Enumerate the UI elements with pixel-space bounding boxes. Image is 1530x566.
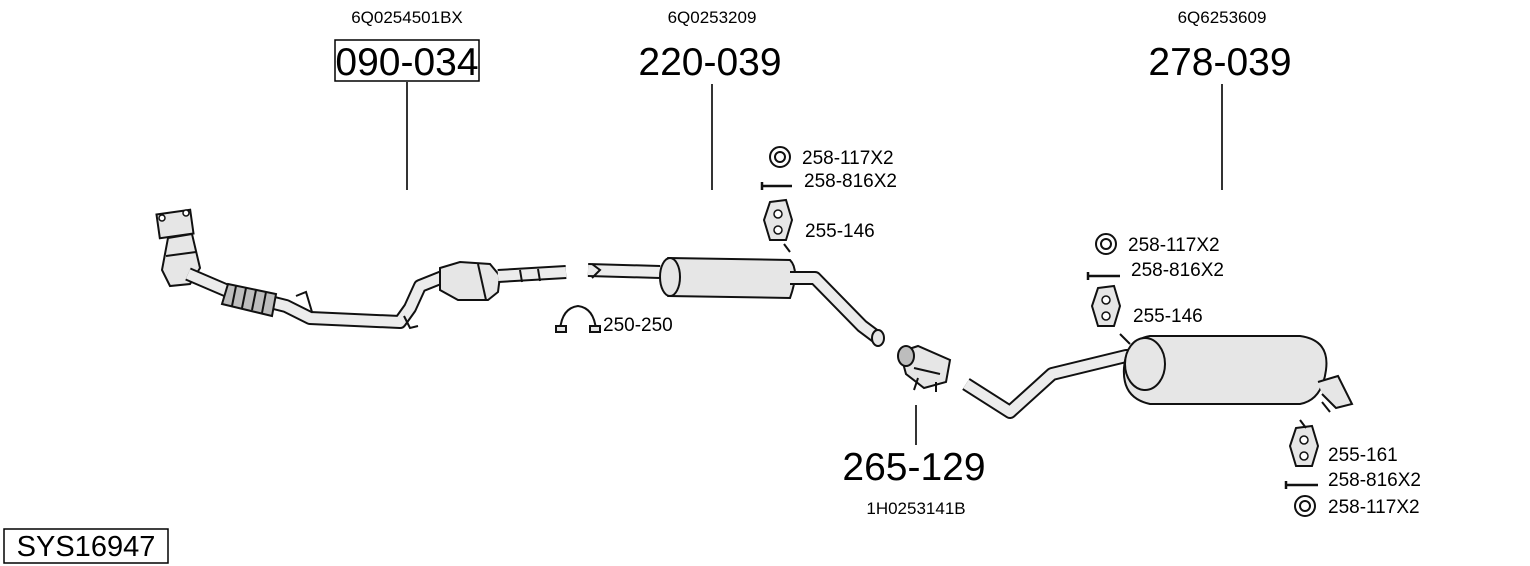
- ring-2-label: 258-117X2: [1128, 235, 1220, 256]
- bolt-2-label: 258-816X2: [1131, 260, 1224, 281]
- rear-silencer[interactable]: [962, 335, 1354, 419]
- clamp-250-250[interactable]: [555, 304, 601, 333]
- rubber-mount-1-label: 255-146: [805, 221, 875, 242]
- connector-clamp[interactable]: [897, 344, 952, 392]
- ring-3[interactable]: [1294, 495, 1316, 517]
- rubber-mount-2[interactable]: [1090, 284, 1131, 345]
- rubber-mount-3-label: 255-161: [1328, 445, 1398, 466]
- bolt-1-label: 258-816X2: [804, 171, 897, 192]
- rubber-mount-1[interactable]: [762, 198, 794, 253]
- clamp-250-250-label: 250-250: [603, 315, 673, 336]
- bolt-2[interactable]: [1086, 272, 1120, 280]
- catalyst-front-pipe[interactable]: [155, 208, 567, 330]
- system-id: SYS16947: [17, 531, 156, 563]
- rear-silencer-part-number[interactable]: 278-039: [1148, 41, 1291, 84]
- middle-silencer[interactable]: [587, 256, 885, 347]
- ring-2[interactable]: [1095, 233, 1117, 255]
- bolt-3[interactable]: [1284, 481, 1318, 489]
- rubber-mount-3[interactable]: [1288, 419, 1320, 467]
- rear-silencer-oem-number: 6Q6253609: [1178, 8, 1267, 27]
- system-id-box: [3, 528, 169, 564]
- ring-1-label: 258-117X2: [802, 148, 894, 169]
- bolt-3-label: 258-816X2: [1328, 470, 1421, 491]
- bolt-1[interactable]: [760, 182, 792, 190]
- rubber-mount-2-label: 255-146: [1133, 306, 1203, 327]
- ring-3-label: 258-117X2: [1328, 497, 1420, 518]
- middle-silencer-oem-number: 6Q0253209: [668, 8, 757, 27]
- ring-1[interactable]: [769, 146, 791, 168]
- connector-part-number[interactable]: 265-129: [842, 446, 985, 489]
- catalyst-part-number[interactable]: 090-034: [335, 41, 478, 84]
- connector-oem-number: 1H0253141B: [866, 499, 965, 518]
- catalyst-oem-number: 6Q0254501BX: [351, 8, 463, 27]
- catalyst-number-box: [334, 39, 480, 82]
- middle-silencer-part-number[interactable]: 220-039: [638, 41, 781, 84]
